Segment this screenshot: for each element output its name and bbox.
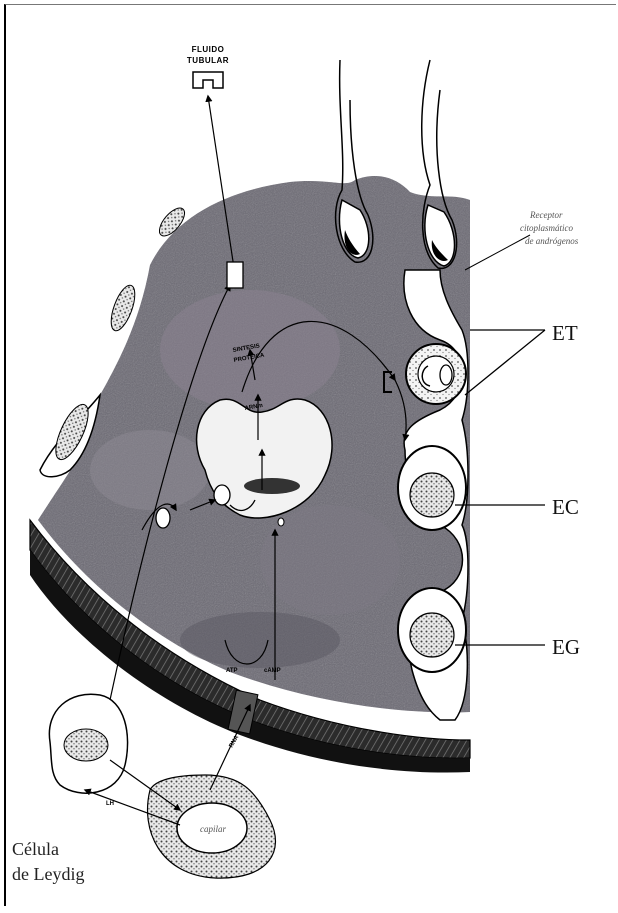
page-border [4,4,616,906]
